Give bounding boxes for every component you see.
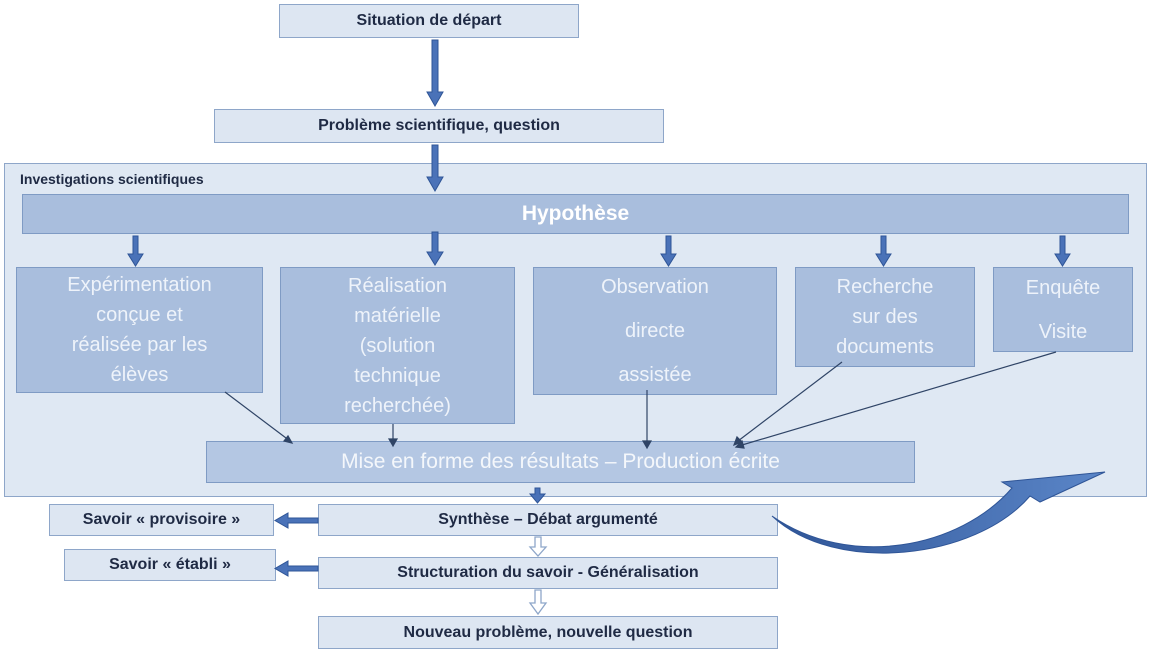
- probleme-box: Problème scientifique, question: [214, 109, 664, 143]
- method-box-enquete: Enquête Visite: [993, 267, 1133, 352]
- nouveau-probleme-label: Nouveau problème, nouvelle question: [403, 623, 693, 641]
- synthese-box: Synthèse – Débat argumenté: [318, 504, 778, 536]
- savoir-provisoire-label: Savoir « provisoire »: [82, 511, 241, 528]
- method-box-experimentation: Expérimentation conçue et réalisée par l…: [16, 267, 263, 393]
- savoir-etabli-box: Savoir « établi »: [64, 549, 276, 581]
- method-label-realisation: Réalisation matérielle (solution techniq…: [344, 274, 451, 417]
- method-box-realisation: Réalisation matérielle (solution techniq…: [280, 267, 515, 424]
- method-label-recherche: Recherche sur des documents: [836, 276, 934, 358]
- synthese-label: Synthèse – Débat argumenté: [438, 511, 658, 528]
- arrow-situation-to-probleme: [426, 39, 444, 108]
- situation-depart-label: Situation de départ: [356, 12, 502, 29]
- hypothese-bar: Hypothèse: [22, 194, 1129, 234]
- mise-en-forme-box: Mise en forme des résultats – Production…: [206, 441, 915, 483]
- structuration-label: Structuration du savoir - Généralisation: [397, 564, 699, 581]
- structuration-box: Structuration du savoir - Généralisation: [318, 557, 778, 589]
- arrow-structuration-to-nouveau: [528, 589, 548, 616]
- method-label-observation: Observation directe assistée: [601, 276, 709, 386]
- nouveau-probleme-box: Nouveau problème, nouvelle question: [318, 616, 778, 649]
- method-box-recherche: Recherche sur des documents: [795, 267, 975, 367]
- situation-depart-box: Situation de départ: [279, 4, 579, 38]
- arrow-synthese-to-structuration: [528, 536, 548, 557]
- method-label-experimentation: Expérimentation conçue et réalisée par l…: [67, 274, 212, 386]
- savoir-etabli-label: Savoir « établi »: [109, 556, 231, 573]
- probleme-label: Problème scientifique, question: [318, 117, 560, 134]
- hypothese-label: Hypothèse: [521, 202, 630, 225]
- method-box-observation: Observation directe assistée: [533, 267, 777, 395]
- arrow-synthese-to-savoir-provisoire: [273, 512, 319, 529]
- investigations-label: Investigations scientifiques: [20, 171, 204, 187]
- arrow-structuration-to-savoir-etabli: [273, 560, 319, 577]
- method-label-enquete: Enquête Visite: [1025, 276, 1101, 343]
- savoir-provisoire-box: Savoir « provisoire »: [49, 504, 274, 536]
- mise-en-forme-label: Mise en forme des résultats – Production…: [341, 450, 780, 473]
